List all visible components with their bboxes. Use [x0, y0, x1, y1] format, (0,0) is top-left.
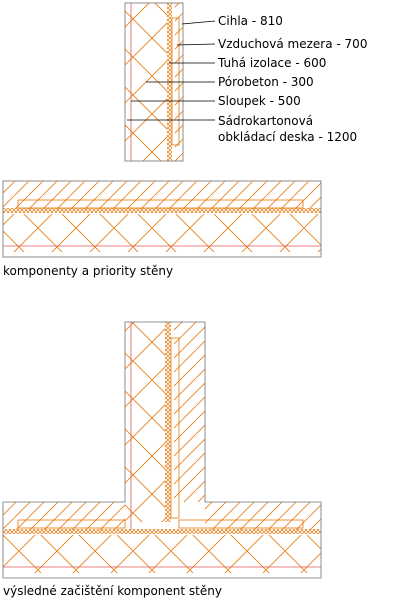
- leader-vzduch: [176, 43, 216, 46]
- label-sloupek: Sloupek - 500: [218, 94, 301, 108]
- air-gap-outline-h: [17, 199, 304, 209]
- stem-porobeton: [125, 322, 165, 522]
- label-vzduchova-mezera: Vzduchová mezera - 700: [218, 37, 368, 51]
- label-porobeton: Pórobeton - 300: [218, 75, 314, 89]
- caption-top: komponenty a priority stěny: [3, 264, 174, 278]
- bar-air-gap-right: [178, 519, 304, 529]
- label-sadrokarton-line2: obkládací deska - 1200: [218, 130, 358, 144]
- label-cihla: Cihla - 810: [218, 14, 283, 28]
- air-gap-outline: [171, 17, 180, 146]
- stem-izolace: [165, 322, 171, 522]
- label-sadrokarton-line1: Sádrokartonová: [218, 114, 314, 128]
- t-outline: [2, 321, 322, 579]
- stem-air-gap: [170, 337, 180, 519]
- label-tuha-izolace: Tuhá izolace - 600: [218, 56, 327, 70]
- bar-cihla-right: [205, 502, 321, 530]
- top-horizontal-wall: [2, 180, 322, 258]
- wall-outline-h: [2, 180, 322, 258]
- leader-cihla: [181, 20, 216, 25]
- izolace-layer-h: [3, 208, 321, 213]
- bar-air-gap-left: [17, 519, 126, 529]
- bar-cihla-left: [3, 502, 125, 530]
- bottom-t-junction: [2, 321, 322, 579]
- bar-izolace: [3, 529, 321, 534]
- caption-bottom: výsledné začištění komponent stěny: [3, 584, 222, 598]
- cihla-layer-h: [3, 181, 321, 209]
- leader-lines: [127, 20, 216, 121]
